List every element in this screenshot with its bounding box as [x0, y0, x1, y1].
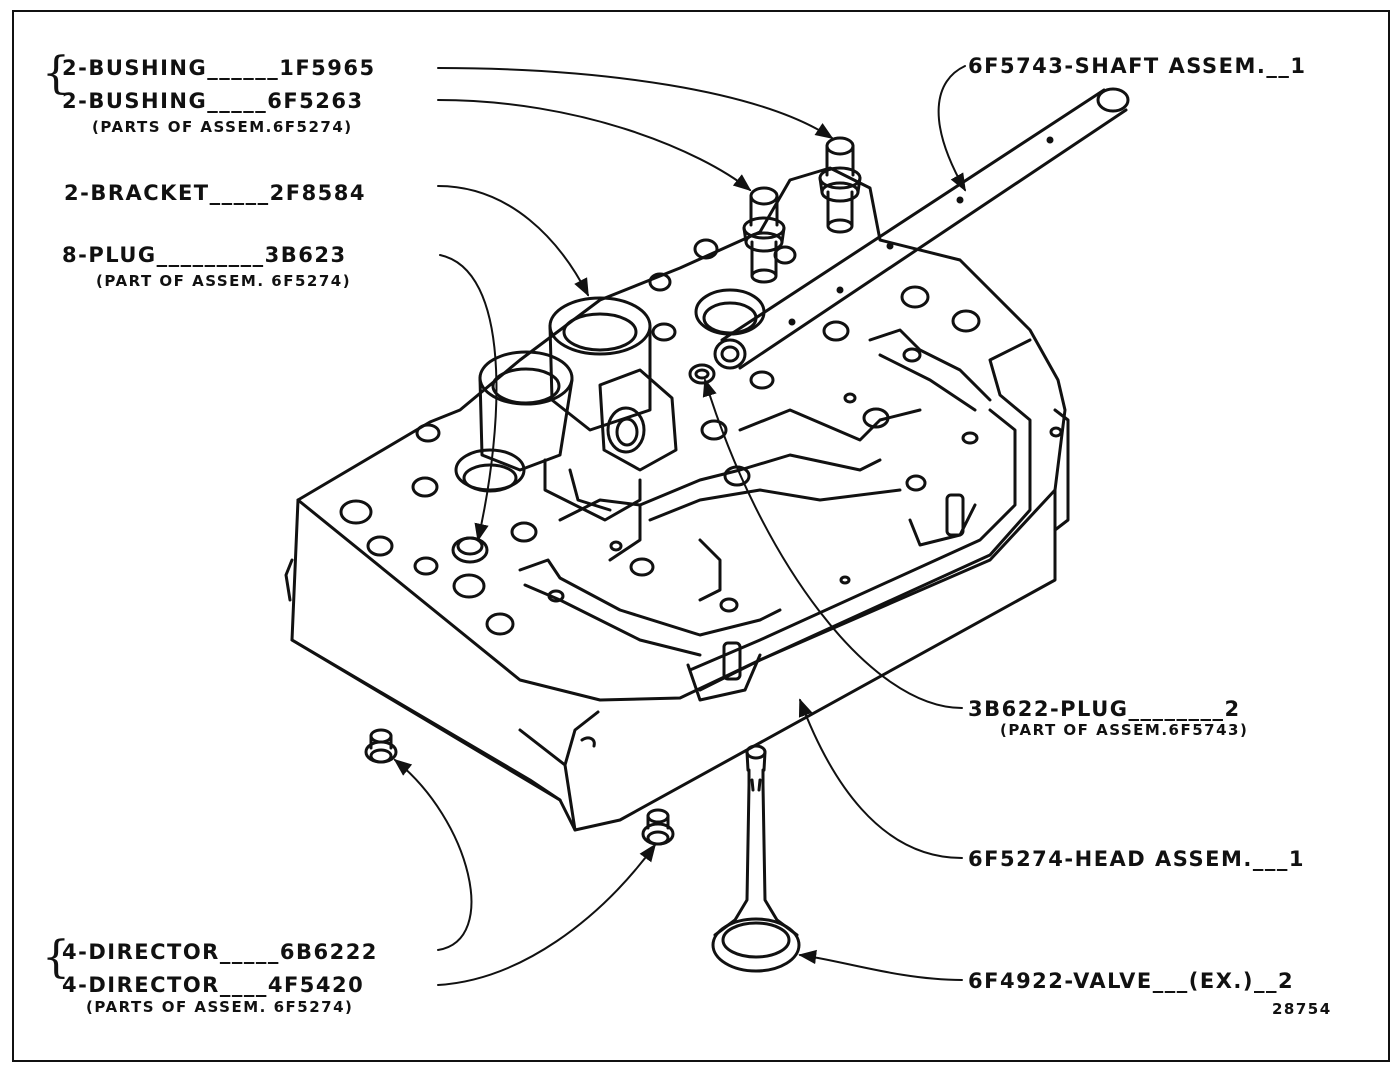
label-bracket: 2-BRACKET_____2F8584 [64, 181, 367, 205]
rocker-pockets [518, 328, 992, 657]
label-bushing-6f5263: 2-BUSHING_____6F5263 [62, 89, 364, 113]
director-4f5420-part [641, 808, 675, 846]
leader-lines [393, 65, 966, 986]
label-bushing-1f5965: 2-BUSHING______1F5965 [62, 56, 376, 80]
bushing-6f5263-part [742, 186, 786, 284]
figure-border [12, 10, 1390, 1062]
plug-3b623-part [451, 536, 489, 564]
label-plug-3b622: 3B622-PLUG________2 [968, 697, 1241, 721]
deck-holes [339, 238, 1063, 636]
figure-number: 28754 [1272, 1000, 1332, 1018]
label-plug-3b623-note: (PART OF ASSEM. 6F5274) [96, 272, 352, 290]
label-bushing-note: (PARTS OF ASSEM.6F5274) [92, 118, 353, 136]
label-plug-3b622-note: (PART OF ASSEM.6F5743) [1000, 721, 1249, 739]
shaft-part [713, 87, 1130, 370]
label-valve: 6F4922-VALVE___(EX.)__2 [968, 969, 1295, 993]
valve-drawing [711, 744, 801, 973]
label-head: 6F5274-HEAD ASSEM.___1 [968, 847, 1305, 871]
cylinder-head-body [284, 166, 1070, 832]
bushing-1f5965-part [818, 136, 862, 234]
label-director-4f5420: 4-DIRECTOR____4F5420 [62, 973, 365, 997]
label-plug-3b623: 8-PLUG_________3B623 [62, 243, 347, 267]
director-6b6222-part [364, 728, 398, 764]
label-shaft: 6F5743-SHAFT ASSEM.__1 [968, 54, 1307, 78]
plug-3b622-part [688, 363, 716, 385]
side-lugs [686, 493, 977, 702]
brace-directors: { [42, 932, 70, 983]
bushing-wells [454, 288, 766, 493]
label-director-6b6222: 4-DIRECTOR_____6B6222 [62, 940, 378, 964]
bracket-part [478, 296, 678, 522]
brace-bushings: { [42, 48, 70, 99]
label-director-note: (PARTS OF ASSEM. 6F5274) [86, 998, 354, 1016]
